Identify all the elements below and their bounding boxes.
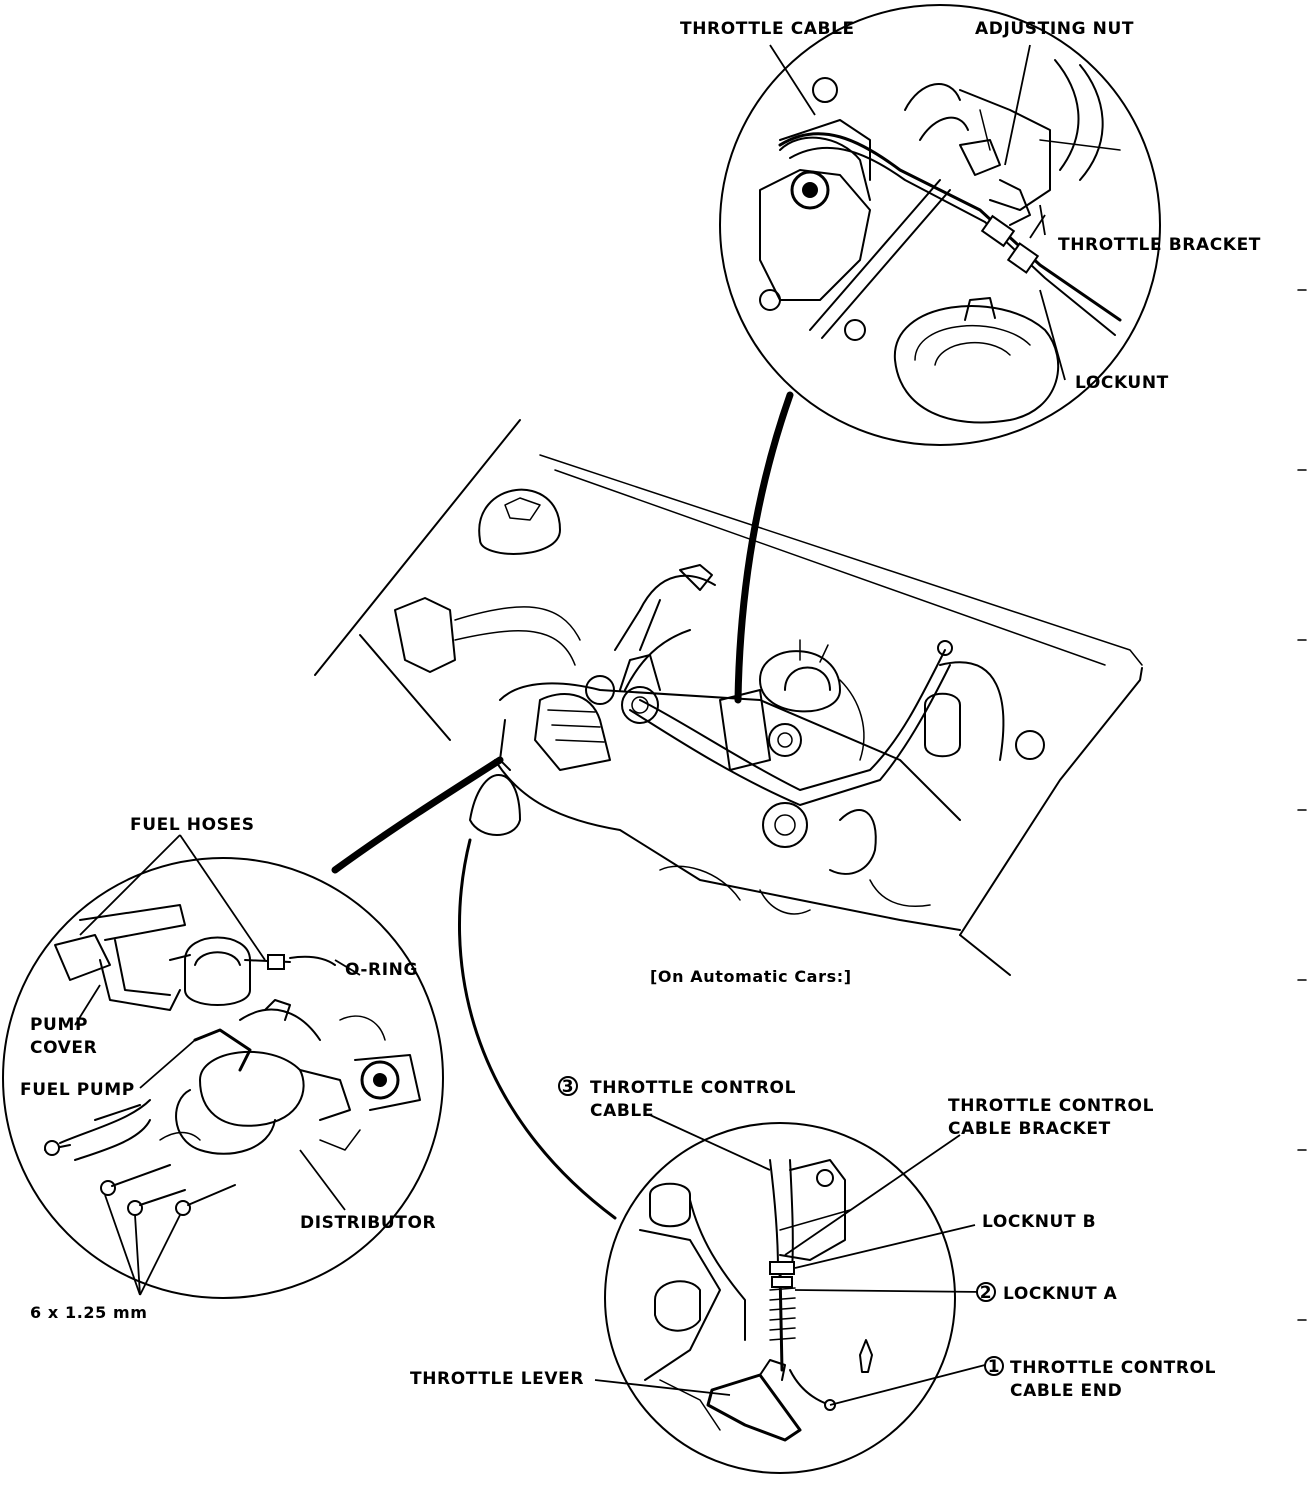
connector-left (331, 756, 504, 874)
label-fuel-pump: FUEL PUMP (20, 1080, 135, 1100)
label-cable-end-line1: THROTTLE CONTROL (1010, 1358, 1216, 1378)
label-throttle-control-cable-line2: CABLE (590, 1101, 654, 1121)
label-throttle-control-cable-line1: THROTTLE CONTROL (590, 1078, 796, 1098)
label-bolt-size: 6 x 1.25 mm (30, 1303, 148, 1322)
top-leaders (769, 44, 1066, 381)
label-cable-bracket-line2: CABLE BRACKET (948, 1119, 1111, 1139)
detail-throttle-control-cable (604, 1122, 956, 1474)
label-fuel-hoses: FUEL HOSES (130, 815, 255, 835)
step-number-3: 3 (562, 1077, 574, 1097)
step-marker-2: 2 (976, 1282, 996, 1303)
label-cable-bracket-line1: THROTTLE CONTROL (948, 1096, 1154, 1116)
top-detail-circle (719, 4, 1161, 446)
label-throttle-lever: THROTTLE LEVER (410, 1369, 584, 1389)
label-throttle-bracket: THROTTLE BRACKET (1058, 235, 1261, 255)
engine-bay-illustration (314, 419, 1143, 976)
label-pump-cover-line2: COVER (30, 1038, 97, 1058)
label-throttle-cable: THROTTLE CABLE (680, 19, 855, 39)
connector-top (734, 391, 794, 704)
label-locknut-top: LOCKUNT (1075, 373, 1169, 393)
left-leaders (74, 834, 361, 1296)
label-adjusting-nut: ADJUSTING NUT (975, 19, 1134, 39)
step-marker-3: 3 (558, 1076, 578, 1097)
label-pump-cover-line1: PUMP (30, 1015, 88, 1035)
label-o-ring: O-RING (345, 960, 418, 980)
step-number-2: 2 (980, 1283, 992, 1303)
label-distributor: DISTRIBUTOR (300, 1213, 436, 1233)
label-locknut-b: LOCKNUT B (982, 1212, 1096, 1232)
detail-fuel-pump (2, 857, 444, 1299)
label-locknut-a: LOCKNUT A (1003, 1284, 1118, 1304)
label-on-automatic-cars: [On Automatic Cars:] (650, 967, 852, 986)
edge-ticks (1297, 289, 1307, 1321)
step-number-1: 1 (988, 1357, 1000, 1377)
label-cable-end-line2: CABLE END (1010, 1381, 1122, 1401)
connector-bottom (457, 838, 617, 1220)
bottom-leaders (594, 1114, 986, 1406)
step-marker-1: 1 (984, 1356, 1004, 1377)
detail-throttle-cable (719, 4, 1161, 446)
